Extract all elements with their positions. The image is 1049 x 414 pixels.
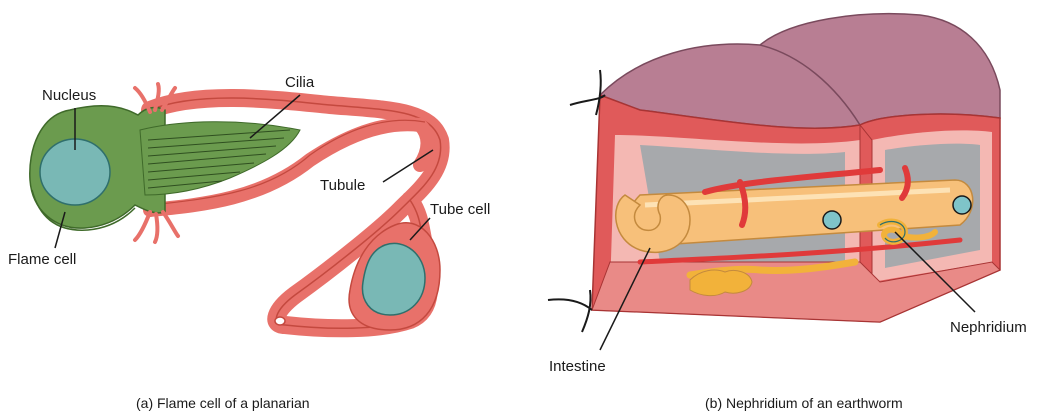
nephrostome-front <box>823 211 841 229</box>
earthworm-skin-top <box>600 14 1000 129</box>
intestine-label: Intestine <box>549 358 606 375</box>
nerve-ganglion <box>690 270 752 296</box>
panel-b-caption: (b) Nephridium of an earthworm <box>705 395 903 411</box>
tube-cell-nucleus <box>362 243 425 315</box>
nephrostome-back <box>953 196 971 214</box>
flame-cell-bottom-processes <box>135 212 178 242</box>
nephridium-label: Nephridium <box>950 319 1027 336</box>
panel-a-caption: (a) Flame cell of a planarian <box>136 395 310 411</box>
tubule-label: Tubule <box>320 177 365 194</box>
panel-b-earthworm-diagram: Intestine Nephridium (b) Nephridium of a… <box>548 14 1027 411</box>
tubule-pore <box>275 317 285 325</box>
cut-mark-bottom <box>548 290 592 332</box>
nucleus-label: Nucleus <box>42 87 96 104</box>
tube-cell-label: Tube cell <box>430 201 490 218</box>
panel-a-flame-cell-diagram: Nucleus Cilia Tubule Tube cell Flame cel… <box>8 74 490 411</box>
flame-cell-label: Flame cell <box>8 251 76 268</box>
cilia-label: Cilia <box>285 74 315 91</box>
